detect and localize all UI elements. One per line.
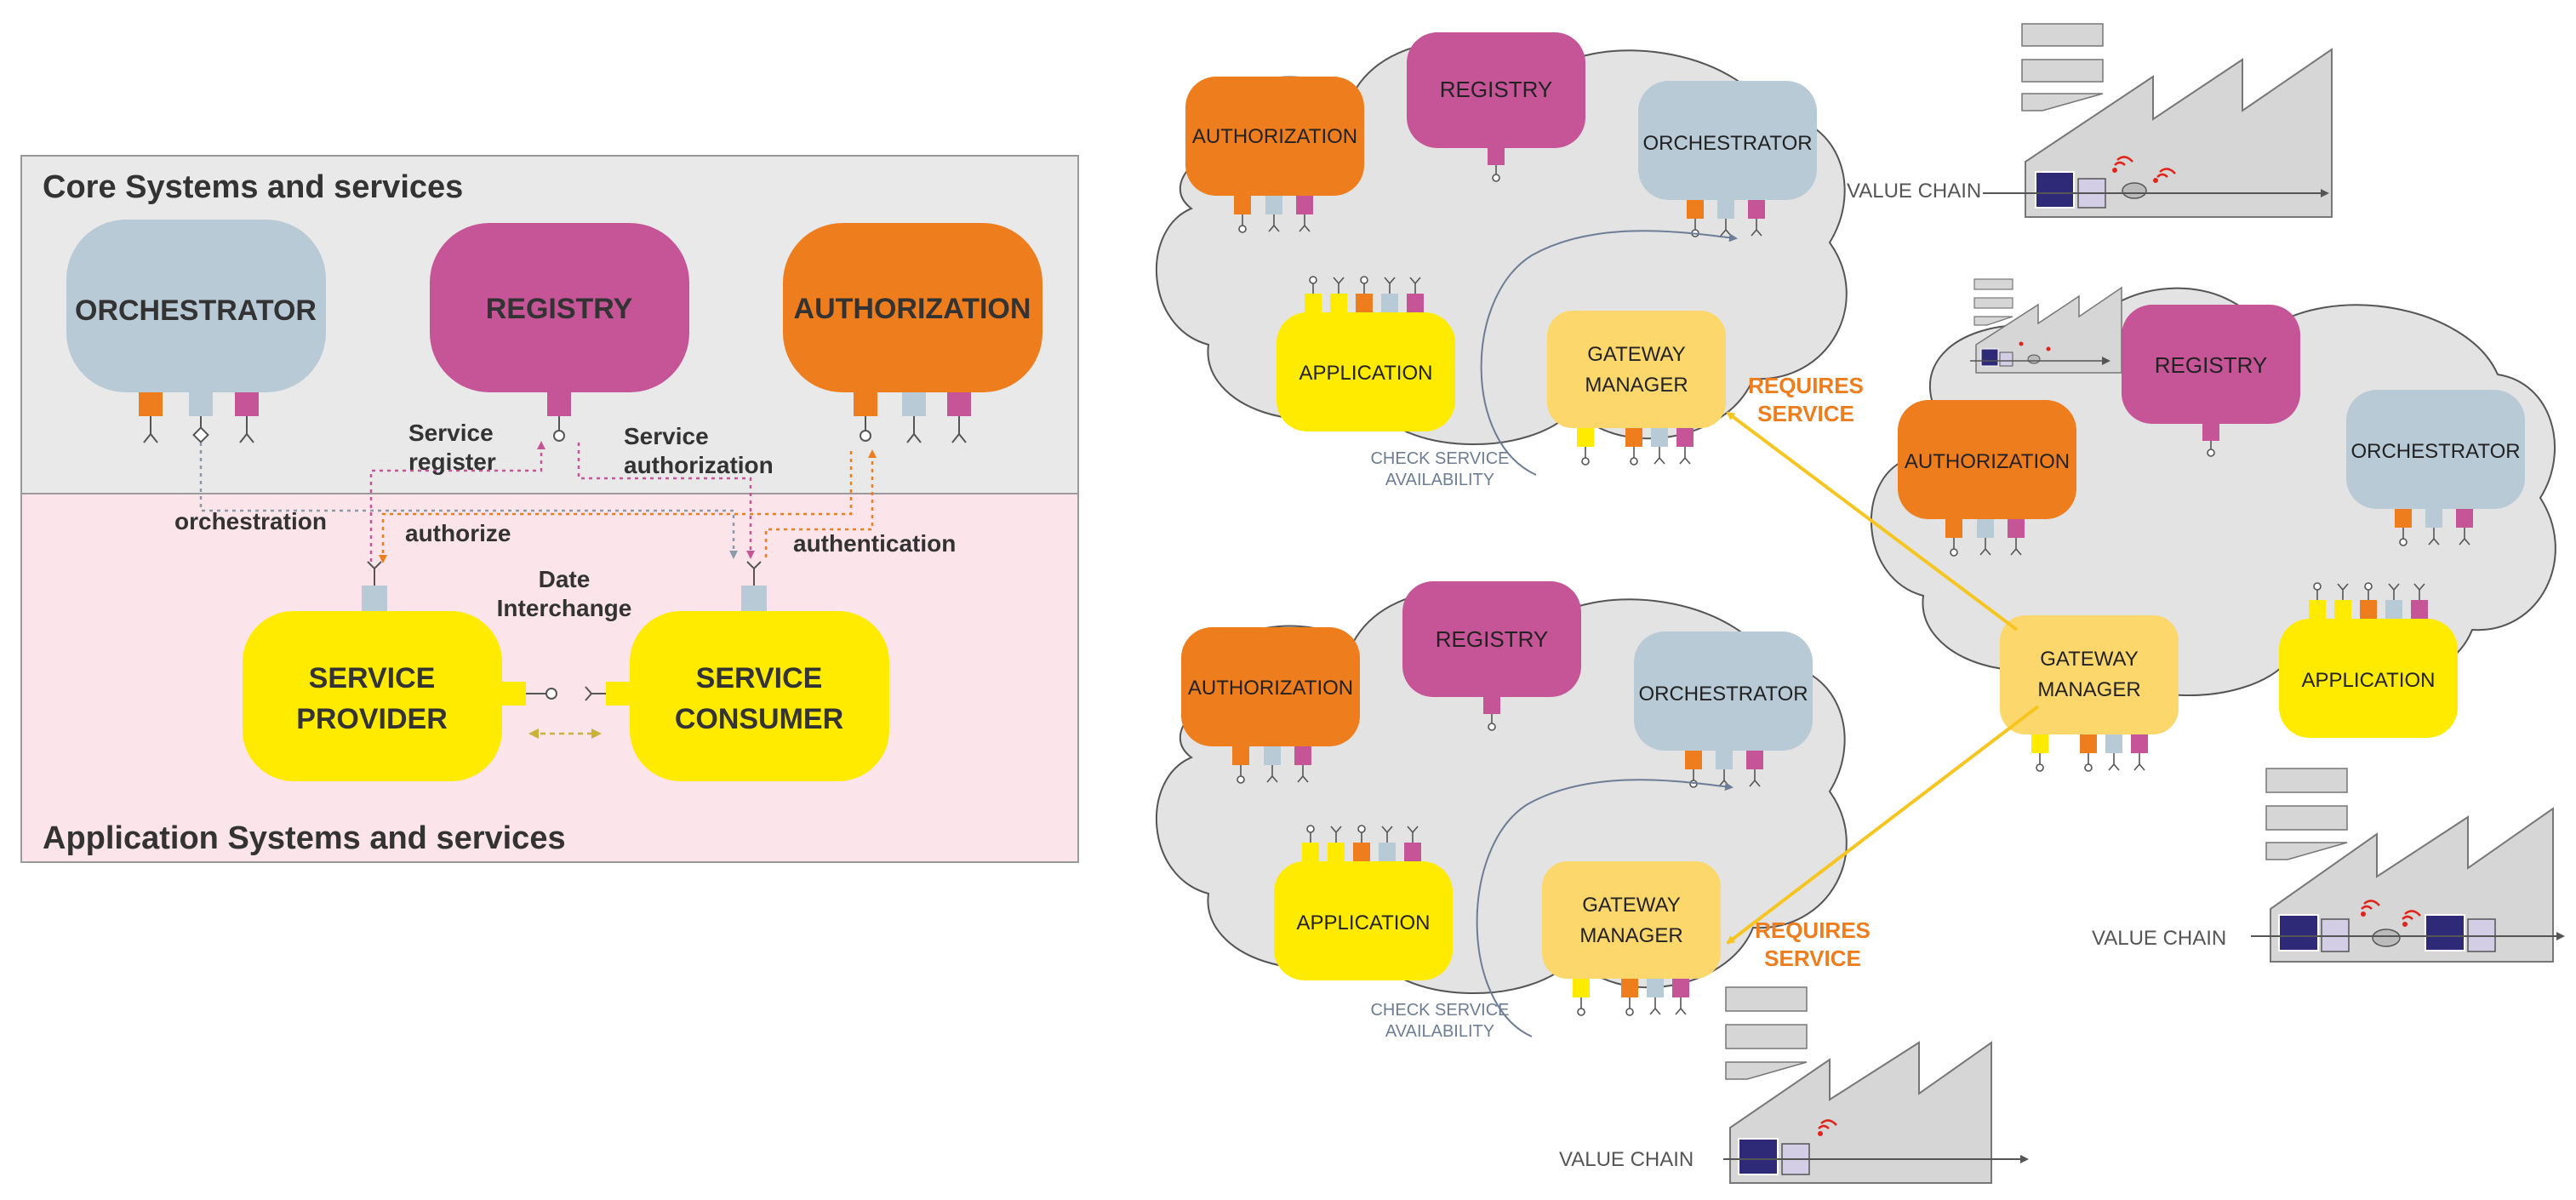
value-chain-label-bottom: VALUE CHAIN [1559, 1148, 1694, 1171]
register-connection [369, 441, 545, 562]
provider-top-port [362, 586, 387, 611]
provider-side-port [502, 682, 526, 706]
date-interchange-label-2: Interchange [497, 595, 632, 621]
left-diagram: Core Systems and services Application Sy… [20, 155, 1079, 863]
authorization-label: AUTHORIZATION [794, 293, 1031, 325]
svg-text:GATEWAY: GATEWAY [1587, 343, 1686, 366]
service-authorization-connection [577, 443, 755, 559]
service-consumer-label-2: CONSUMER [675, 703, 843, 735]
core-systems-title: Core Systems and services [43, 169, 463, 205]
svg-text:REGISTRY: REGISTRY [2155, 352, 2267, 378]
svg-text:SERVICE: SERVICE [1764, 946, 1861, 971]
svg-text:MANAGER: MANAGER [1585, 374, 1688, 397]
authorize-label: authorize [405, 520, 511, 546]
authentication-label: authentication [793, 530, 956, 557]
factory-bottom: VALUE CHAIN [1559, 986, 2029, 1184]
svg-text:APPLICATION: APPLICATION [2302, 669, 2436, 692]
service-provider-label-1: SERVICE [309, 662, 436, 694]
orchestrator-box [66, 220, 326, 392]
cloud-top: AUTHORIZATION REGISTRY ORCHESTRATOR [1155, 32, 1864, 489]
check-availability-arrow-top [1480, 230, 1738, 476]
factory-top-right: VALUE CHAIN [1847, 23, 2333, 218]
requires-service-arrow-bottom [1726, 705, 2040, 945]
value-chain-label-top: VALUE CHAIN [1847, 180, 1981, 203]
service-consumer-label-1: SERVICE [696, 662, 823, 694]
application-systems-title: Application Systems and services [43, 820, 566, 856]
registry-ports [547, 392, 571, 442]
svg-text:REQUIRES: REQUIRES [1755, 917, 1871, 943]
orchestration-label: orchestration [174, 508, 327, 534]
service-register-label-2: register [408, 449, 496, 475]
authorize-connection [379, 451, 853, 563]
svg-text:AUTHORIZATION: AUTHORIZATION [1192, 125, 1357, 148]
svg-text:AVAILABILITY: AVAILABILITY [1385, 1022, 1494, 1041]
factory-small [1970, 278, 2122, 374]
orchestrator-ports [139, 392, 259, 443]
svg-text:APPLICATION: APPLICATION [1299, 362, 1433, 385]
svg-text:GATEWAY: GATEWAY [1582, 894, 1681, 917]
svg-text:ORCHESTRATOR: ORCHESTRATOR [2350, 440, 2520, 463]
svg-text:REGISTRY: REGISTRY [1436, 626, 1548, 652]
svg-text:AUTHORIZATION: AUTHORIZATION [1188, 677, 1353, 700]
registry-box [430, 223, 689, 392]
service-authorization-label-2: authorization [624, 452, 774, 478]
orchestrator-label: ORCHESTRATOR [75, 294, 317, 327]
cloud-right: AUTHORIZATION REGISTRY ORCHESTRATOR [1870, 287, 2556, 772]
authorization-ports [854, 392, 971, 443]
authorization-box [783, 223, 1042, 392]
svg-text:ORCHESTRATOR: ORCHESTRATOR [1642, 132, 1812, 155]
registry-label: REGISTRY [486, 293, 633, 325]
factory-middle-right: VALUE CHAIN [2092, 768, 2565, 963]
service-provider-label-2: PROVIDER [296, 703, 448, 735]
service-register-label-1: Service [408, 420, 494, 446]
value-chain-label-middle: VALUE CHAIN [2092, 927, 2226, 950]
svg-text:GATEWAY: GATEWAY [2040, 648, 2139, 671]
orchestration-connection [199, 443, 738, 559]
application-systems-panel [20, 493, 1079, 863]
svg-text:CHECK SERVICE: CHECK SERVICE [1370, 449, 1509, 468]
check-availability-arrow-bottom [1476, 779, 1734, 1037]
svg-text:AUTHORIZATION: AUTHORIZATION [1905, 450, 2070, 473]
date-interchange-label-1: Date [539, 566, 591, 592]
svg-text:ORCHESTRATOR: ORCHESTRATOR [1638, 683, 1808, 706]
service-consumer-box [630, 611, 889, 781]
cloud-bottom: AUTHORIZATION REGISTRY ORCHESTRATOR [1155, 581, 1871, 1041]
svg-text:REGISTRY: REGISTRY [1440, 77, 1552, 102]
svg-text:CHECK SERVICE: CHECK SERVICE [1370, 1001, 1509, 1020]
service-authorization-label-1: Service [624, 423, 709, 449]
svg-text:REQUIRES: REQUIRES [1748, 373, 1864, 398]
svg-text:APPLICATION: APPLICATION [1297, 911, 1431, 934]
consumer-side-port [606, 682, 630, 706]
requires-service-arrow-top [1726, 411, 2019, 631]
consumer-top-port [741, 586, 767, 611]
svg-text:MANAGER: MANAGER [1579, 924, 1682, 947]
service-provider-box [243, 611, 502, 781]
svg-text:AVAILABILITY: AVAILABILITY [1385, 471, 1494, 489]
svg-text:SERVICE: SERVICE [1757, 401, 1854, 426]
svg-text:MANAGER: MANAGER [2037, 678, 2140, 701]
